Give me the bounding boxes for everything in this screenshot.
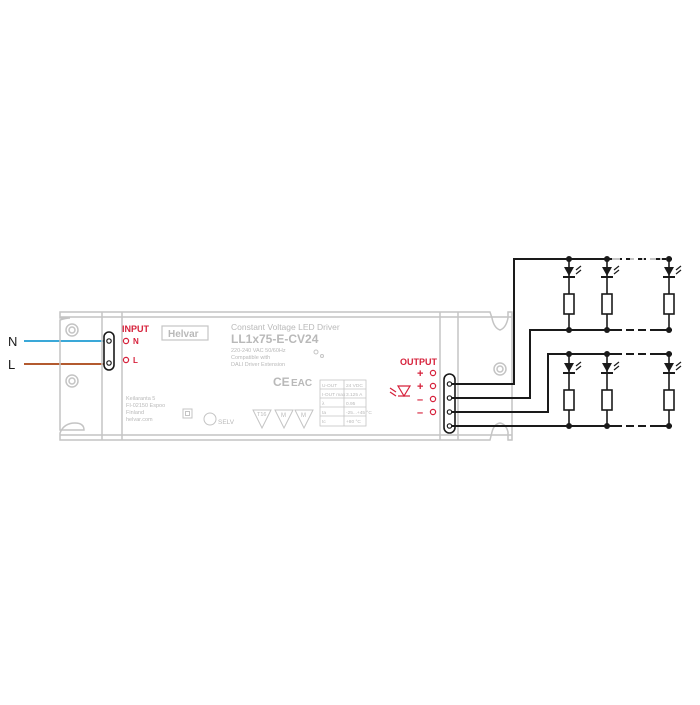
driver-title: Constant Voltage LED Driver [231, 322, 340, 332]
class-ii-icon [182, 408, 193, 419]
input-terminal-l: L [133, 356, 138, 365]
brand-logo-box [161, 325, 209, 341]
led-group-2 [563, 354, 675, 426]
input-terminal-block [103, 331, 115, 371]
svg-text:tc: tc [322, 419, 326, 425]
mark-m1: M [281, 413, 286, 419]
address-line-4: helvar.com [126, 417, 153, 423]
svg-text:I-OUT max: I-OUT max [322, 392, 346, 398]
spec-line-3: DALI Driver Extension [231, 362, 285, 368]
mark-ta: T16 [257, 412, 266, 418]
output-terminal-block [443, 373, 456, 434]
continuation-dash-2 [622, 352, 650, 428]
eac-mark: EAC [291, 378, 312, 389]
mark-m2: M [301, 413, 306, 419]
spec-table [319, 379, 367, 427]
output-label: OUTPUT [400, 357, 438, 367]
continuation-dash-1 [622, 257, 650, 332]
spec-table-text: U-OUT 24 VDC I-OUT max 3.125 A λ 0.95 ta… [322, 383, 372, 425]
svg-text:–: – [417, 407, 423, 419]
output-terminal-signs: + + – – [417, 368, 423, 419]
thermal-icon [313, 349, 324, 358]
svg-text:U-OUT: U-OUT [322, 383, 337, 389]
svg-text:-25...+45 °C: -25...+45 °C [346, 410, 372, 416]
brand-logo: Helvar [168, 329, 199, 340]
svg-text:+: + [417, 368, 423, 380]
svg-text:0.95: 0.95 [346, 401, 356, 407]
svg-text:ta: ta [322, 410, 326, 416]
mains-wires [24, 340, 110, 365]
led-group-1-nodes [566, 256, 672, 333]
selv-mark: SELV [218, 419, 235, 426]
led-group-2-leds [562, 361, 682, 374]
input-terminal-n: N [133, 337, 139, 346]
svg-text:24 VDC: 24 VDC [346, 383, 363, 389]
spec-line-2: Compatible with [231, 355, 270, 361]
output-terminal-dots [429, 369, 437, 416]
svg-text:3.125 A: 3.125 A [346, 392, 363, 398]
enec-icon [203, 412, 217, 426]
live-label: L [8, 357, 15, 372]
svg-text:λ: λ [322, 401, 325, 407]
address-line-1: Keilaranta 5 [126, 396, 155, 402]
neutral-label: N [8, 334, 17, 349]
m-mark-2-icon [294, 409, 314, 430]
led-group-1-leds [562, 265, 682, 278]
driver-model: LL1x75-E-CV24 [231, 332, 319, 346]
certification-icons [182, 408, 314, 430]
led-group-2-nodes [566, 351, 672, 429]
address-line-2: FI-02150 Espoo [126, 403, 165, 409]
input-label: INPUT [122, 324, 150, 334]
led-driver-icon [389, 385, 412, 398]
svg-text:+80 °C: +80 °C [346, 419, 361, 425]
input-terminals [122, 337, 130, 364]
svg-text:+: + [417, 381, 423, 393]
m-mark-1-icon [274, 409, 294, 430]
address-line-3: Finland [126, 410, 144, 416]
spec-line-1: 220-240 VAC 50/60Hz [231, 348, 286, 354]
svg-text:–: – [417, 394, 423, 406]
t16-icon [252, 409, 272, 430]
output-wiring [452, 258, 672, 427]
ce-mark: CE [273, 375, 290, 389]
